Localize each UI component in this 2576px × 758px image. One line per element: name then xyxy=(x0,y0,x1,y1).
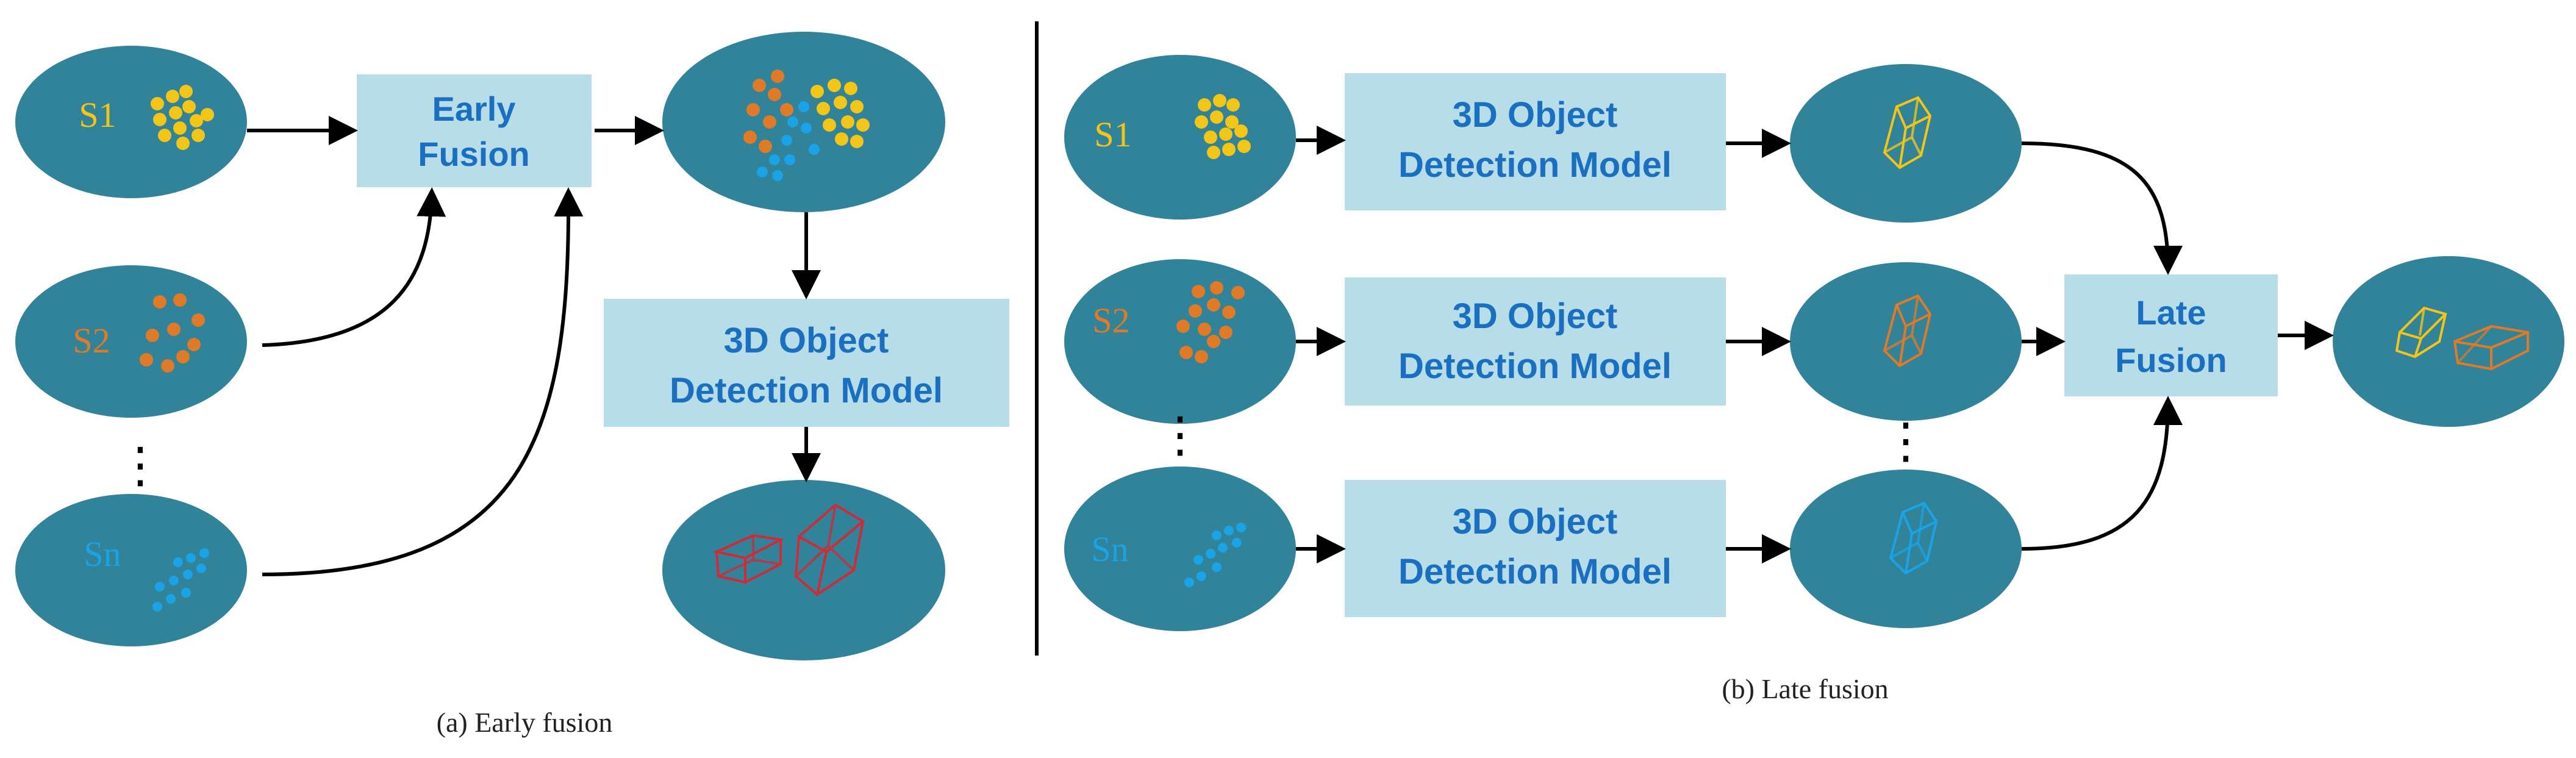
late-fusion-label-line1: Late xyxy=(2136,293,2206,332)
early-model-label-line1: 3D Object xyxy=(724,321,889,360)
arrow-sn-to-early-fusion xyxy=(262,187,584,576)
3d-bounding-box-icon xyxy=(712,503,865,596)
late-detection-model-box-3 xyxy=(1345,480,1726,617)
arrow-detection1-to-late-fusion xyxy=(2021,141,2183,275)
late-sensor-s1-label: S1 xyxy=(1094,115,1131,154)
late-detection-ellipse-1 xyxy=(1790,64,2022,223)
early-sensor-s2-ellipse xyxy=(15,265,247,418)
point-cloud-dots-icon xyxy=(1184,523,1246,587)
early-detection-model-box xyxy=(604,299,1009,427)
3d-bounding-box-icon xyxy=(1883,294,1932,368)
late-fusion-label-line2: Fusion xyxy=(2115,341,2227,379)
late-fusion-box xyxy=(2064,274,2278,396)
arrow-s2-to-early-fusion xyxy=(262,187,446,347)
late-model2-label-line1: 3D Object xyxy=(1453,296,1618,336)
fused-point-cloud-icon xyxy=(743,70,870,181)
late-sensor-s2-ellipse xyxy=(1064,259,1296,424)
late-model3-label-line1: 3D Object xyxy=(1453,502,1618,542)
early-fusion-panel: S1 S2 Sn ⋮ Early Fusion xyxy=(15,32,1009,738)
late-model2-label-line2: Detection Model xyxy=(1398,346,1672,386)
late-model1-label-line1: 3D Object xyxy=(1453,95,1618,135)
early-fusion-label-line2: Fusion xyxy=(418,135,530,173)
early-ellipsis: ⋮ xyxy=(116,437,165,493)
late-ellipsis-detections: ⋮ xyxy=(1881,412,1930,469)
point-cloud-dots-icon xyxy=(140,293,205,373)
3d-bounding-box-icon xyxy=(1889,501,1938,575)
late-detection-model-box-1 xyxy=(1345,73,1726,210)
late-sensor-s1-ellipse xyxy=(1064,55,1296,220)
arrow-detection3-to-late-fusion xyxy=(2021,396,2183,551)
late-sensor-sn-ellipse xyxy=(1064,467,1296,631)
early-model-label-line2: Detection Model xyxy=(670,371,943,410)
early-fusion-caption: (a) Early fusion xyxy=(437,707,613,738)
early-sensor-sn-ellipse xyxy=(15,494,247,646)
late-output-ellipse xyxy=(2333,256,2564,427)
late-detection-ellipse-2 xyxy=(1790,262,2022,421)
late-model1-label-line2: Detection Model xyxy=(1398,145,1672,185)
point-cloud-dots-icon xyxy=(151,85,214,150)
early-sensor-s1-ellipse xyxy=(15,46,247,198)
late-ellipsis-sensors: ⋮ xyxy=(1156,406,1204,463)
3d-bounding-box-icon xyxy=(2453,324,2529,371)
early-fused-ellipse xyxy=(662,32,945,212)
point-cloud-dots-icon xyxy=(152,548,209,612)
late-model3-label-line2: Detection Model xyxy=(1398,552,1672,592)
point-cloud-dots-icon xyxy=(1195,94,1251,159)
late-fusion-panel: S1 S2 Sn ⋮ 3D Object Detection Model 3D … xyxy=(1064,55,2564,704)
3d-bounding-box-icon xyxy=(1883,96,1932,170)
point-cloud-dots-icon xyxy=(1176,281,1245,363)
early-sensor-s1-label: S1 xyxy=(79,95,116,135)
early-fusion-box xyxy=(357,74,592,187)
late-fusion-caption: (b) Late fusion xyxy=(1722,673,1888,704)
late-sensor-s2-label: S2 xyxy=(1092,301,1129,340)
early-fusion-label-line1: Early xyxy=(432,90,516,128)
late-sensor-sn-label: Sn xyxy=(1091,529,1128,569)
3d-bounding-box-icon xyxy=(2395,306,2447,359)
early-sensor-sn-label: Sn xyxy=(84,534,121,574)
early-sensor-s2-label: S2 xyxy=(73,321,110,360)
late-detection-model-box-2 xyxy=(1345,277,1726,406)
